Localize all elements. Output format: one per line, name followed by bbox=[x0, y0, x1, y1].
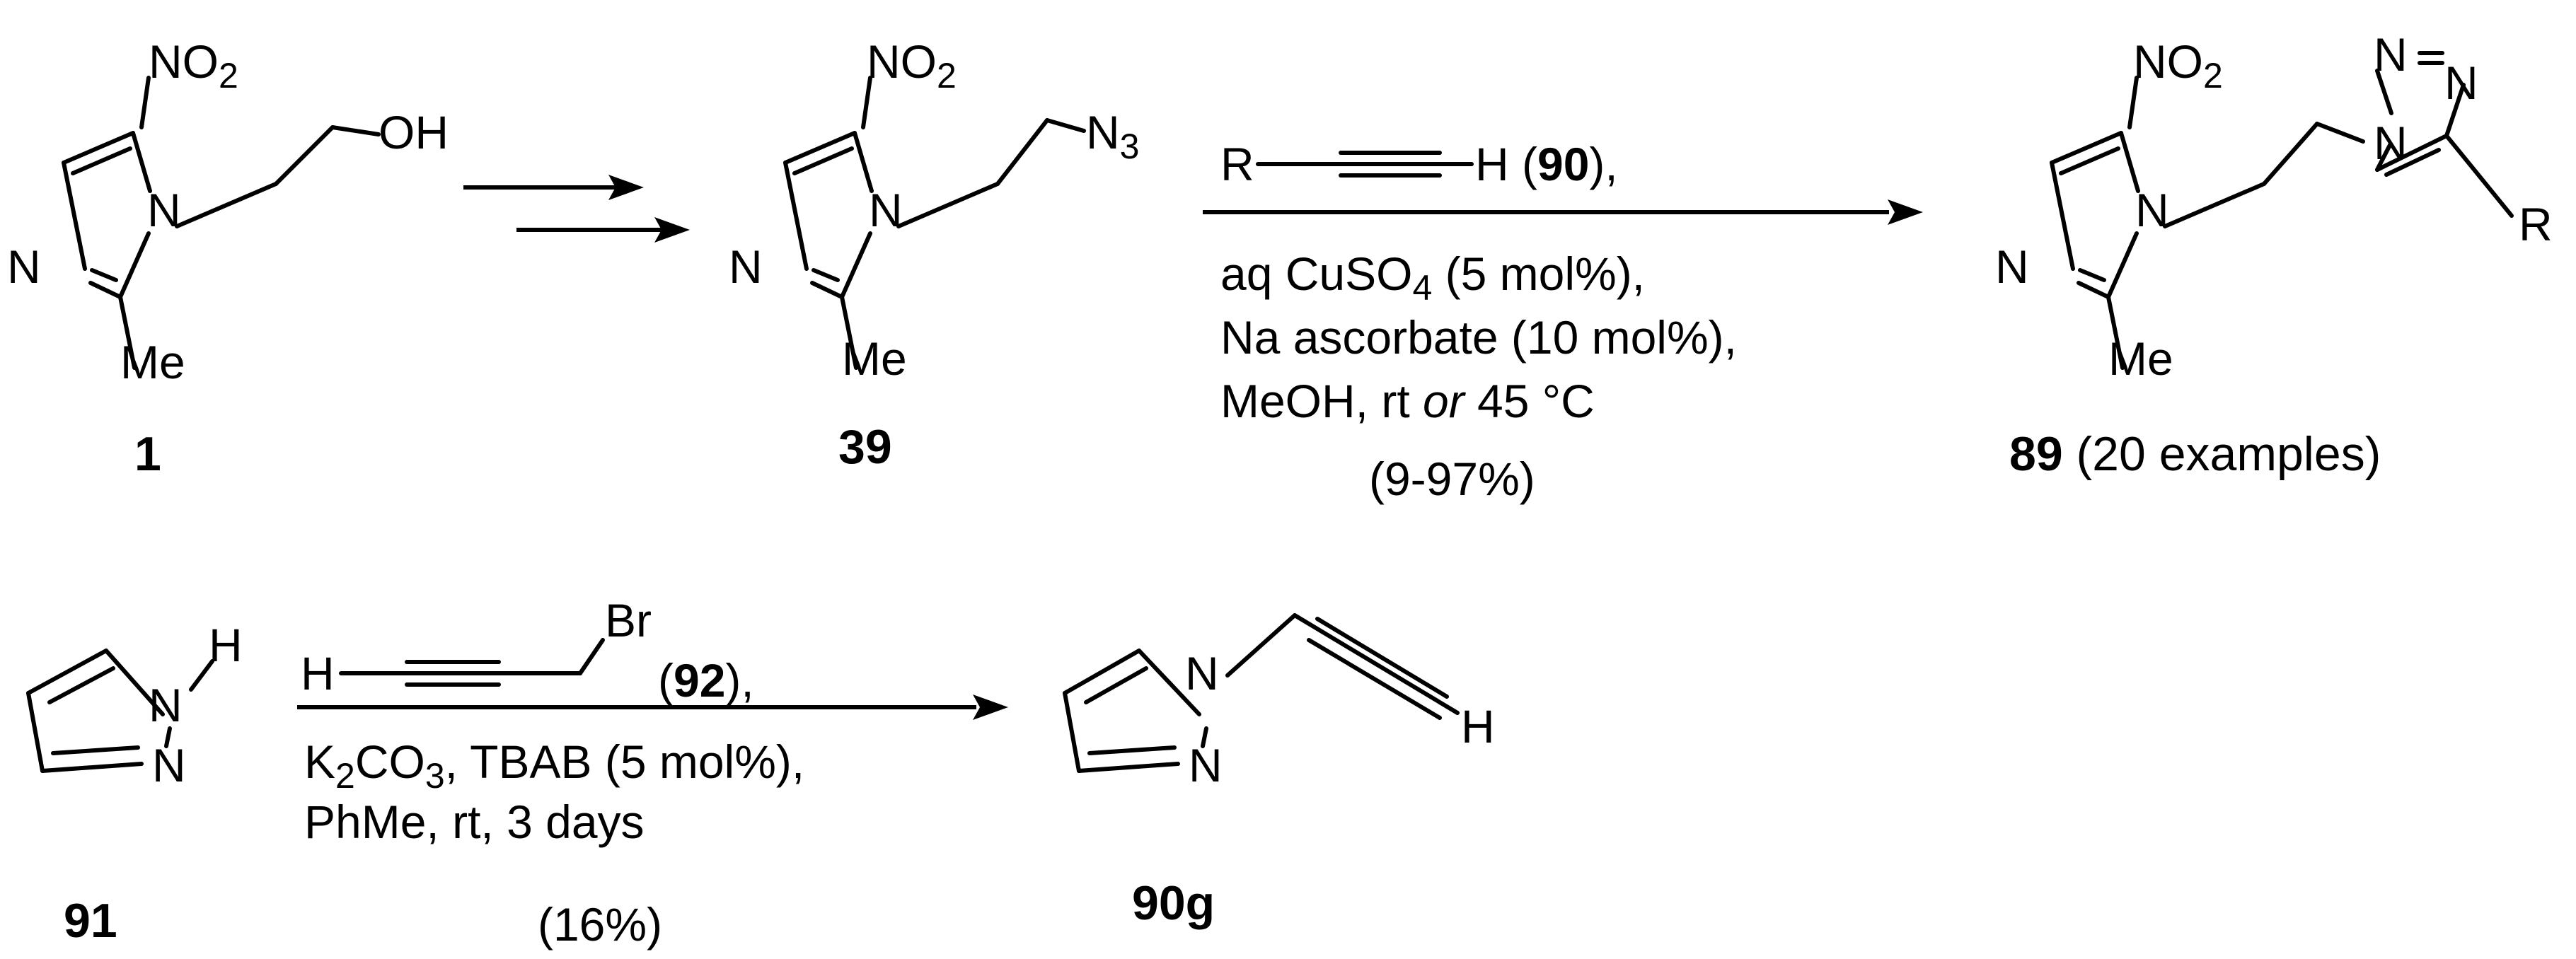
compound-91: N N H 91 bbox=[26, 619, 243, 948]
solvent-line: MeOH, rt or 45 °C bbox=[1220, 375, 1595, 427]
triazole-n2-label: N bbox=[2374, 28, 2408, 81]
nitro-label: NO2 bbox=[149, 35, 238, 95]
ring-n3-label: N bbox=[7, 240, 41, 293]
compound-label-1: 1 bbox=[134, 427, 161, 481]
ring-n3-label: N bbox=[729, 240, 763, 293]
n2-label: N bbox=[152, 739, 186, 791]
nitro-label: NO2 bbox=[867, 35, 957, 95]
yield-text: (16%) bbox=[538, 898, 662, 951]
substituent-r-label: R bbox=[2519, 198, 2553, 250]
alkyne-r-label: R bbox=[1220, 138, 1254, 190]
multistep-arrow bbox=[463, 175, 690, 243]
compound-39: NO2 N3 N N Me 39 bbox=[729, 35, 1139, 474]
ring-n3-label: N bbox=[1995, 240, 2029, 293]
ring-n1-label: N bbox=[2135, 184, 2169, 236]
n1-label: N bbox=[1185, 647, 1219, 699]
methyl-label: Me bbox=[2108, 332, 2173, 385]
ring-n1-label: N bbox=[147, 184, 181, 236]
terminal-h-label: H bbox=[1461, 700, 1495, 752]
ring-n1-label: N bbox=[869, 184, 903, 236]
reagent-ref-label: (92), bbox=[658, 654, 754, 707]
compound-label-89: 89 (20 examples) bbox=[2009, 427, 2381, 481]
bromine-label: Br bbox=[605, 594, 652, 646]
n1-label: N bbox=[149, 679, 183, 731]
triazole-n1-label: N bbox=[2374, 117, 2408, 169]
reaction-2-arrowhead bbox=[973, 694, 1008, 720]
solvent-line: PhMe, rt, 3 days bbox=[304, 796, 645, 848]
reagent-h-label: H bbox=[301, 647, 335, 699]
nh-hydrogen-label: H bbox=[209, 619, 243, 671]
yield-text: (9-97%) bbox=[1369, 453, 1535, 505]
hydroxyl-label: OH bbox=[379, 106, 449, 158]
reductant-line: Na ascorbate (10 mol%), bbox=[1220, 311, 1737, 364]
alkyne-reagent-label: H (90), bbox=[1475, 138, 1618, 190]
catalyst-line: aq CuSO4 (5 mol%), bbox=[1220, 248, 1645, 308]
methyl-label: Me bbox=[842, 332, 907, 385]
compound-90g: N N H 90g bbox=[1063, 613, 1495, 930]
compound-label-91: 91 bbox=[64, 894, 117, 948]
base-line: K2CO3, TBAB (5 mol%), bbox=[304, 736, 804, 796]
methyl-label: Me bbox=[120, 336, 185, 388]
n2-label: N bbox=[1189, 739, 1223, 791]
compound-1: NO2 OH N N Me 1 bbox=[7, 35, 449, 481]
compound-89: NO2 N N N R N N Me 89 (20 examples) bbox=[1995, 28, 2553, 481]
reaction-1-conditions: R H (90), aq CuSO4 (5 mol%), Na ascorbat… bbox=[1203, 138, 1923, 505]
reaction-1-arrowhead bbox=[1888, 199, 1923, 225]
reaction-2-conditions: H Br (92), K2CO3, TBAB (5 mol%), PhMe, r… bbox=[297, 594, 1008, 951]
triazole-n3-label: N bbox=[2444, 57, 2478, 109]
compound-label-90g: 90g bbox=[1132, 876, 1215, 930]
azide-label: N3 bbox=[1086, 106, 1139, 166]
nitro-label: NO2 bbox=[2133, 35, 2223, 95]
compound-label-39: 39 bbox=[838, 420, 892, 474]
